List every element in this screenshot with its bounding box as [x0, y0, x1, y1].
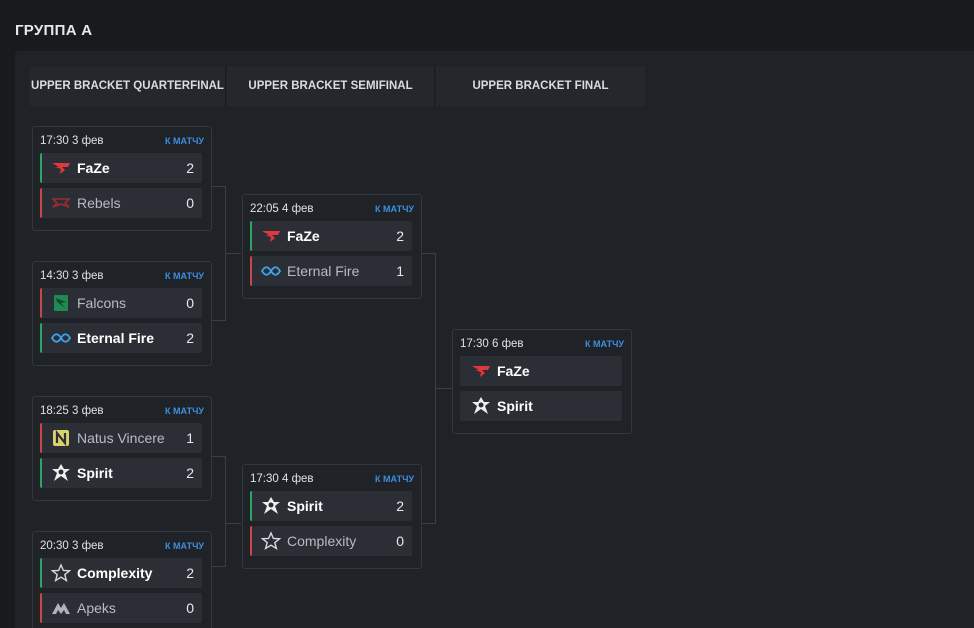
- group-title: ГРУППА А: [15, 22, 93, 39]
- team-row[interactable]: Spirit 2: [40, 458, 202, 488]
- column-header-semifinal: UPPER BRACKET SEMIFINAL: [227, 66, 435, 106]
- team-name: Rebels: [77, 195, 121, 211]
- faze-logo-icon: [51, 158, 71, 178]
- match-header: 22:05 4 фев К МАТЧУ: [250, 200, 414, 218]
- faze-logo-icon: [471, 361, 491, 381]
- team-row[interactable]: FaZe 2: [250, 221, 412, 251]
- team-name: Spirit: [497, 398, 533, 414]
- match-link[interactable]: К МАТЧУ: [165, 406, 204, 416]
- team-row[interactable]: Rebels 0: [40, 188, 202, 218]
- team-score: 2: [396, 498, 404, 514]
- match-datetime: 20:30 3 фев: [40, 540, 104, 552]
- match-header: 18:25 3 фев К МАТЧУ: [40, 402, 204, 420]
- bracket-connector: [225, 253, 241, 254]
- match-datetime: 14:30 3 фев: [40, 270, 104, 282]
- team-name: FaZe: [497, 363, 530, 379]
- bracket-connector: [225, 456, 226, 567]
- match-header: 17:30 3 фев К МАТЧУ: [40, 132, 204, 150]
- team-row[interactable]: Natus Vincere 1: [40, 423, 202, 453]
- match-link[interactable]: К МАТЧУ: [585, 339, 624, 349]
- team-score: 0: [186, 600, 194, 616]
- match-header: 17:30 4 фев К МАТЧУ: [250, 470, 414, 488]
- match-header: 20:30 3 фев К МАТЧУ: [40, 537, 204, 555]
- match-datetime: 17:30 4 фев: [250, 473, 314, 485]
- match-datetime: 17:30 3 фев: [40, 135, 104, 147]
- match-datetime: 18:25 3 фев: [40, 405, 104, 417]
- team-score: 1: [396, 263, 404, 279]
- match-link[interactable]: К МАТЧУ: [165, 541, 204, 551]
- eternal-fire-logo-icon: [51, 328, 71, 348]
- team-score: 1: [186, 430, 194, 446]
- column-header-quarterfinal: UPPER BRACKET QUARTERFINAL: [30, 66, 226, 106]
- team-row[interactable]: Spirit 2: [250, 491, 412, 521]
- team-row[interactable]: Apeks 0: [40, 593, 202, 623]
- team-name: FaZe: [77, 160, 110, 176]
- team-row[interactable]: Eternal Fire 1: [250, 256, 412, 286]
- spirit-logo-icon: [471, 396, 491, 416]
- bracket-connector: [421, 253, 435, 254]
- match-link[interactable]: К МАТЧУ: [375, 474, 414, 484]
- apeks-logo-icon: [51, 598, 71, 618]
- bracket-connector: [435, 388, 452, 389]
- spirit-logo-icon: [51, 463, 71, 483]
- team-row[interactable]: FaZe 2: [40, 153, 202, 183]
- match-datetime: 17:30 6 фев: [460, 338, 524, 350]
- team-score: 0: [186, 295, 194, 311]
- team-row[interactable]: Spirit: [460, 391, 622, 421]
- complexity-logo-icon: [261, 531, 281, 551]
- team-score: 2: [186, 330, 194, 346]
- team-row[interactable]: Eternal Fire 2: [40, 323, 202, 353]
- team-name: FaZe: [287, 228, 320, 244]
- bracket-connector: [421, 523, 435, 524]
- bracket-connector: [211, 456, 225, 457]
- complexity-logo-icon: [51, 563, 71, 583]
- team-score: 2: [396, 228, 404, 244]
- team-name: Natus Vincere: [77, 430, 165, 446]
- spirit-logo-icon: [261, 496, 281, 516]
- team-name: Falcons: [77, 295, 127, 311]
- eternal-fire-logo-icon: [261, 261, 281, 281]
- match-link[interactable]: К МАТЧУ: [375, 204, 414, 214]
- bracket-connector: [211, 320, 225, 321]
- team-row[interactable]: Falcons 0: [40, 288, 202, 318]
- team-score: 2: [186, 160, 194, 176]
- team-name: Apeks: [77, 600, 116, 616]
- faze-logo-icon: [261, 226, 281, 246]
- team-score: 2: [186, 465, 194, 481]
- team-score: 0: [186, 195, 194, 211]
- match-datetime: 22:05 4 фев: [250, 203, 314, 215]
- team-name: Complexity: [287, 533, 357, 549]
- bracket-connector: [211, 186, 225, 187]
- team-name: Eternal Fire: [77, 330, 155, 346]
- team-name: Eternal Fire: [287, 263, 360, 279]
- team-score: 2: [186, 565, 194, 581]
- navi-logo-icon: [51, 428, 71, 448]
- match-header: 17:30 6 фев К МАТЧУ: [460, 335, 624, 353]
- team-row[interactable]: Complexity 2: [40, 558, 202, 588]
- team-row[interactable]: FaZe: [460, 356, 622, 386]
- team-name: Complexity: [77, 565, 153, 581]
- team-row[interactable]: Complexity 0: [250, 526, 412, 556]
- bracket-connector: [211, 566, 225, 567]
- team-score: 0: [396, 533, 404, 549]
- match-link[interactable]: К МАТЧУ: [165, 271, 204, 281]
- falcons-logo-icon: [51, 293, 71, 313]
- team-name: Spirit: [77, 465, 113, 481]
- team-name: Spirit: [287, 498, 323, 514]
- match-header: 14:30 3 фев К МАТЧУ: [40, 267, 204, 285]
- rebels-logo-icon: [51, 193, 71, 213]
- bracket-connector: [225, 523, 241, 524]
- column-header-final: UPPER BRACKET FINAL: [436, 66, 645, 106]
- match-link[interactable]: К МАТЧУ: [165, 136, 204, 146]
